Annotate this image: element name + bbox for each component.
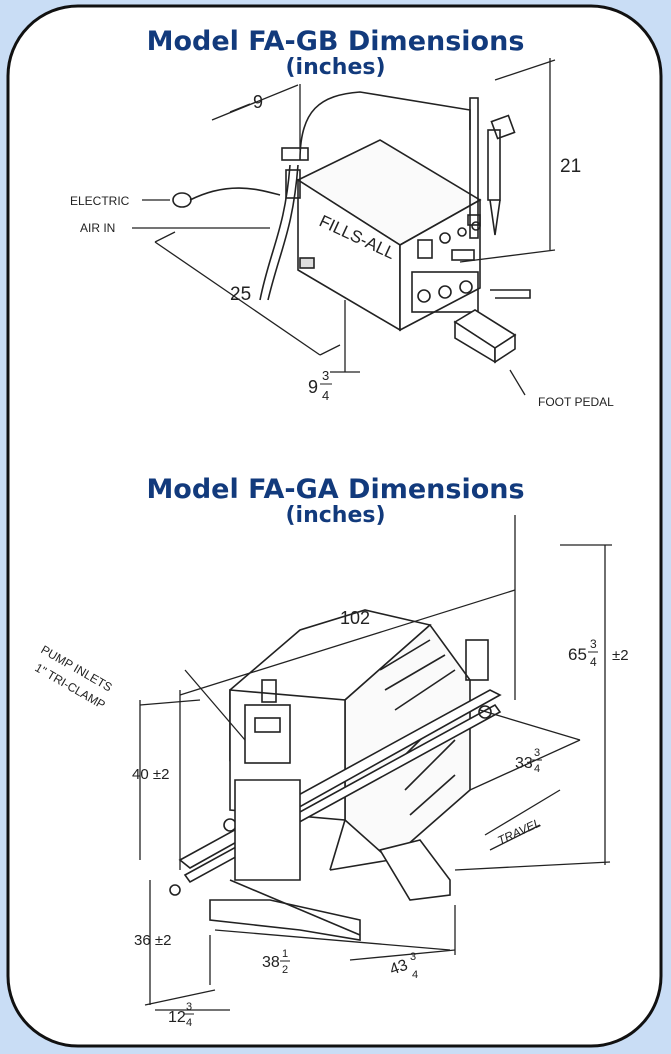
fa-gb-dim-height: 21 bbox=[560, 156, 581, 177]
fa-ga-dim-length: 102 bbox=[340, 608, 370, 628]
fa-gb-dimension-lines bbox=[132, 58, 556, 396]
fa-gb-machine-body bbox=[296, 139, 482, 332]
fa-ga-dim-38-num: 1 bbox=[282, 948, 288, 960]
fa-ga-dim-12-num: 3 bbox=[186, 1001, 192, 1013]
card-outline bbox=[6, 4, 663, 1048]
fa-gb-label-electric: ELECTRIC bbox=[70, 194, 130, 208]
fa-ga-base-frame bbox=[169, 779, 451, 941]
fa-ga-title-text: Model FA-GA Dimensions bbox=[146, 474, 525, 505]
fa-ga-dim-base: 36 ±2 bbox=[134, 932, 171, 949]
fa-ga-dim-width-num: 3 bbox=[534, 747, 540, 759]
fa-ga-dimension-lines bbox=[139, 515, 612, 1011]
fa-ga-control-box bbox=[244, 679, 291, 764]
fa-ga-dim-width-den: 4 bbox=[534, 763, 540, 775]
fa-ga-label-travel: TRAVEL bbox=[495, 816, 543, 848]
fa-ga-dim-height-den: 4 bbox=[590, 655, 597, 669]
fa-gb-electric-plug bbox=[172, 187, 281, 208]
fa-ga-dim-12-den: 4 bbox=[186, 1017, 192, 1029]
fa-gb-dim-table-den: 4 bbox=[322, 388, 329, 403]
fa-gb-subtitle: (inches) bbox=[285, 55, 386, 80]
fa-ga-dim-height-whole: 65 bbox=[568, 645, 587, 664]
fa-gb-label-air: AIR IN bbox=[80, 221, 115, 235]
fa-ga-dim-43-den: 4 bbox=[412, 969, 418, 981]
fa-gb-dim-top: 9 bbox=[253, 92, 263, 112]
fa-ga-dim-height-num: 3 bbox=[590, 637, 597, 651]
fa-gb-dim-depth: 25 bbox=[230, 284, 251, 305]
fa-ga-dim-height-tol: ±2 bbox=[612, 647, 629, 664]
fa-gb-title: Model FA-GB Dimensions (inches) bbox=[0, 28, 671, 79]
fa-gb-label-foot: FOOT PEDAL bbox=[538, 395, 614, 409]
fa-ga-dim-43-num: 3 bbox=[410, 951, 416, 963]
fa-ga-dim-43-whole: 43 bbox=[388, 957, 411, 979]
fa-ga-dim-12-whole: 12 bbox=[168, 1009, 186, 1026]
fa-gb-nozzle-assembly bbox=[259, 91, 516, 301]
fa-ga-dim-conveyor: 40 ±2 bbox=[132, 766, 169, 783]
fa-gb-dim-table-whole: 9 bbox=[308, 377, 318, 397]
fa-ga-dim-38-whole: 38 bbox=[262, 954, 280, 971]
fa-ga-dim-38-den: 2 bbox=[282, 964, 288, 976]
fa-ga-title: Model FA-GA Dimensions (inches) bbox=[0, 476, 671, 527]
fa-ga-dim-width-whole: 33 bbox=[515, 755, 533, 772]
fa-ga-subtitle: (inches) bbox=[285, 503, 386, 528]
fa-gb-title-text: Model FA-GB Dimensions bbox=[146, 26, 525, 57]
fa-gb-dim-table-num: 3 bbox=[322, 368, 329, 383]
fa-gb-foot-pedal bbox=[453, 289, 531, 364]
